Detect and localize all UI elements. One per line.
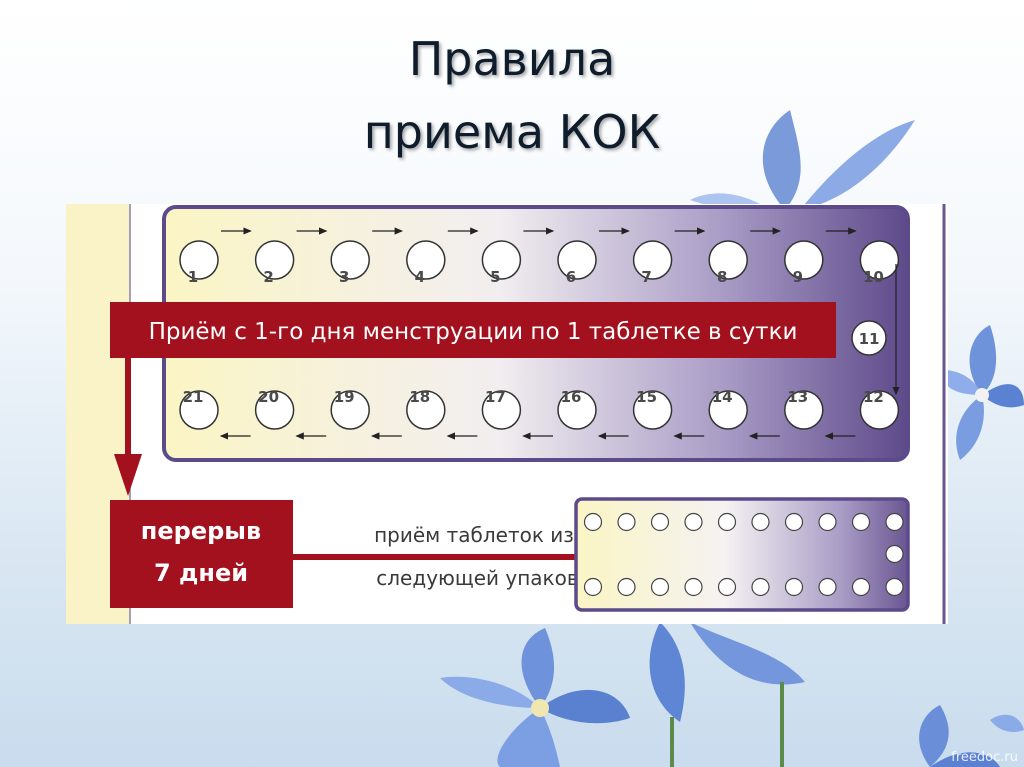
next-pack-pill (885, 544, 904, 564)
top-pill-1 (179, 240, 219, 280)
top-pill-label-6: 6 (566, 268, 576, 286)
next-pack-pill (617, 577, 636, 597)
top-pill-label-1: 1 (188, 268, 198, 286)
bottom-pill-label-15: 15 (636, 388, 657, 406)
flower-decoration-bottom-left (440, 628, 630, 767)
bottom-pill-label-19: 19 (334, 388, 355, 406)
top-pill-5 (481, 240, 522, 280)
top-pill-label-4: 4 (415, 268, 425, 286)
bottom-pill-13 (784, 390, 824, 430)
break-arrow-head (114, 454, 142, 496)
top-pill-2 (254, 240, 295, 280)
next-pack-pill (717, 512, 737, 532)
next-pack-pills (583, 512, 904, 597)
flower-decoration-bottom-right (919, 705, 1024, 767)
bottom-pill-14 (708, 390, 748, 430)
page-title-line-1: Правила (408, 32, 616, 86)
next-pack-label-line-1: приём таблеток из (374, 523, 574, 547)
bottom-pill-12 (859, 390, 900, 430)
bottom-pill-19 (330, 390, 370, 430)
top-pill-8 (708, 240, 748, 280)
next-pack-pill (583, 577, 603, 597)
top-pill-6 (557, 240, 597, 280)
next-pack-pill (885, 512, 904, 532)
bottom-pill-label-13: 13 (787, 388, 808, 406)
flower-decoration-bottom-center (649, 622, 805, 767)
flower-decoration-top (690, 110, 915, 212)
break-label-line-2: 7 дней (154, 559, 248, 587)
next-pack-pill (784, 577, 804, 597)
next-pack-pill (885, 577, 904, 597)
top-pill-7 (632, 240, 673, 280)
next-pack-pill (818, 512, 837, 532)
top-pill-label-8: 8 (717, 268, 727, 286)
break-label-line-1: перерыв (141, 517, 261, 545)
bottom-pill-17 (481, 390, 522, 430)
next-pack-pill (650, 577, 670, 597)
bottom-pill-label-18: 18 (409, 388, 430, 406)
top-pill-label-10: 10 (863, 268, 884, 286)
bottom-pill-label-16: 16 (561, 388, 582, 406)
bottom-pill-18 (406, 390, 446, 430)
next-pack-pill (684, 577, 703, 597)
pill-11 (851, 320, 887, 356)
top-pill-3 (330, 240, 370, 280)
top-pill-label-7: 7 (641, 268, 651, 286)
page-title-line-2: приема КОК (363, 105, 661, 159)
bottom-pill-15 (632, 390, 673, 430)
bottom-pill-label-20: 20 (258, 388, 279, 406)
bottom-pill-label-21: 21 (183, 388, 204, 406)
break-box (110, 500, 293, 608)
top-pill-label-3: 3 (339, 268, 349, 286)
top-pill-label-5: 5 (490, 268, 500, 286)
top-pill-9 (784, 240, 824, 280)
bottom-pill-label-17: 17 (485, 388, 506, 406)
next-pack-pill (851, 577, 871, 597)
next-pack-pill (650, 512, 670, 532)
top-pill-4 (406, 240, 446, 280)
bottom-pill-21 (179, 390, 219, 430)
watermark: freedoc.ru (951, 750, 1018, 765)
instruction-banner-text: Приём с 1-го дня менструации по 1 таблет… (149, 319, 798, 345)
pill-label-11: 11 (859, 330, 880, 348)
top-pill-label-9: 9 (793, 268, 803, 286)
next-pack-pill (784, 512, 804, 532)
next-pack-arrow-shaft (293, 554, 703, 560)
next-pack-pill (617, 512, 636, 532)
instruction-banner (110, 302, 836, 358)
bottom-pill-row: 21 20 19 18 17 16 15 14 13 12 (179, 388, 900, 430)
bottom-pill-20 (254, 390, 295, 430)
next-pack-pill (583, 512, 603, 532)
next-pack-pill (684, 512, 703, 532)
flower-decoration-right (943, 325, 1024, 460)
top-pill-label-2: 2 (263, 268, 273, 286)
next-pack-pill (851, 512, 871, 532)
next-pack-pill (751, 577, 770, 597)
top-pill-10 (859, 240, 900, 280)
bottom-pill-label-12: 12 (863, 388, 884, 406)
bottom-pill-label-14: 14 (712, 388, 733, 406)
next-pack-pill (818, 577, 837, 597)
next-pack-label-line-2: следующей упаковки (376, 566, 603, 590)
top-pill-row: 1 2 3 4 5 6 7 8 9 10 (179, 240, 900, 286)
next-pack-pill (717, 577, 737, 597)
next-pack-pill (751, 512, 770, 532)
break-arrow-shaft (125, 358, 131, 478)
bottom-pill-16 (557, 390, 597, 430)
